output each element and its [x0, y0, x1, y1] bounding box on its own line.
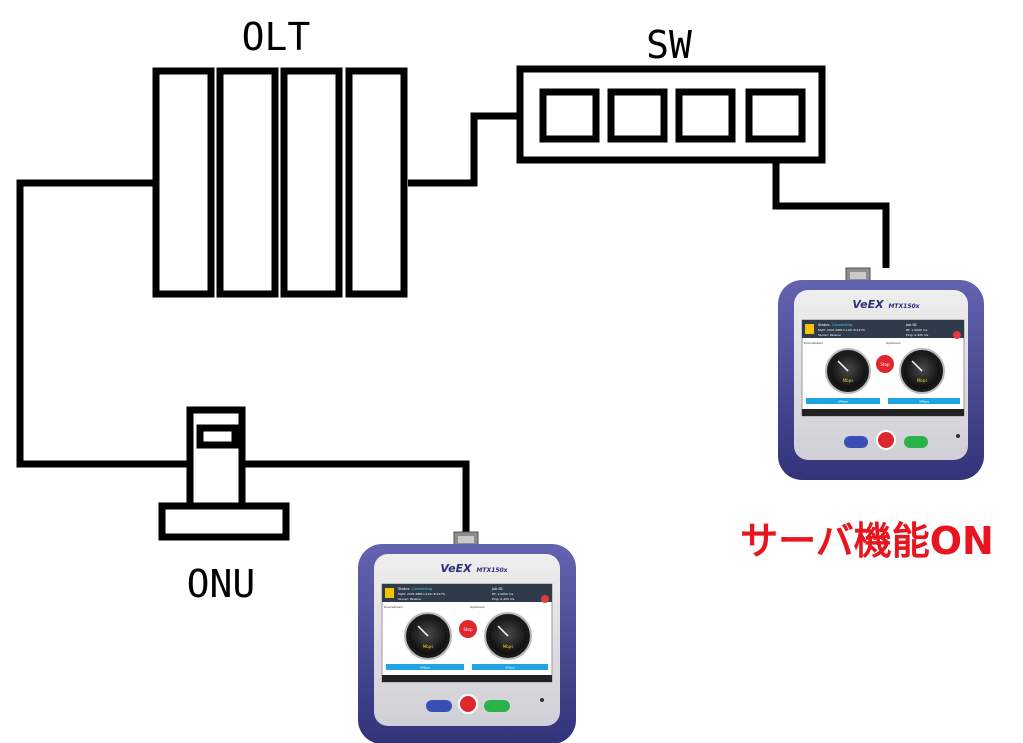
save-hw-button[interactable]	[844, 436, 868, 448]
gauge-up: Mbps	[484, 612, 532, 660]
home-hw-button[interactable]	[484, 700, 510, 712]
tester-downstream: Downstream	[804, 341, 823, 345]
switch	[516, 65, 826, 164]
tester-ping: Ping: 0.425 ms	[492, 597, 515, 601]
save-hw-button[interactable]	[426, 700, 452, 712]
tester-hw-buttons	[426, 694, 544, 714]
tester-rtt: RT: 1.0000 ms	[492, 592, 514, 596]
onu-base	[158, 502, 290, 541]
switch-port-4	[745, 88, 806, 143]
tester-rate-right: 0Mbps	[919, 400, 929, 404]
olt-card-2	[216, 67, 279, 298]
power-button[interactable]	[458, 694, 478, 714]
olt-chassis	[152, 67, 408, 298]
cables	[16, 112, 890, 532]
gauge-down: Mbps	[404, 612, 452, 660]
tester-upstream: Upstream	[470, 605, 485, 609]
tester-brand: VeEX	[852, 298, 884, 311]
tester-status: Status:	[818, 323, 830, 327]
cable-sw-to-tester	[772, 146, 890, 268]
svg-text:Mbps: Mbps	[423, 644, 434, 649]
tester-job: Job ID:	[491, 587, 503, 591]
onu-label: ONU	[187, 562, 256, 606]
power-button[interactable]	[876, 430, 896, 450]
stop-button[interactable]: Stop	[459, 620, 477, 638]
gauge-up: Mbps	[899, 348, 945, 394]
olt-card-1	[152, 67, 215, 298]
svg-text:Stop: Stop	[463, 627, 473, 632]
svg-text:Mbps: Mbps	[917, 378, 928, 383]
olt-card-4	[345, 67, 408, 298]
svg-text:Stop: Stop	[880, 362, 890, 367]
tester-downstream: Downstream	[384, 605, 403, 609]
tester-server-mode: Server: Passive	[398, 597, 421, 601]
cable-olt-to-onu	[16, 179, 190, 468]
tester-device-server: VeEX MTX150x Status: Connecting MyIP: 20…	[778, 267, 984, 480]
onu-display	[196, 424, 239, 449]
svg-text:Mbps: Mbps	[843, 378, 854, 383]
tester-brand: VeEX	[440, 562, 472, 575]
tester-status: Status:	[398, 587, 410, 591]
tester-myip: MyIP: 2001:DB8:1:100::8:22:FA	[818, 328, 866, 332]
tester-myip: MyIP: 2001:DB8:1:100::8:22:FA	[398, 592, 446, 596]
gauge-down: Mbps	[825, 348, 871, 394]
sw-label: SW	[646, 23, 692, 67]
switch-port-2	[607, 88, 668, 143]
tester-rate-left: 0Mbps	[838, 400, 848, 404]
cable-onu-to-tester	[240, 460, 470, 532]
cable-olt-to-sw	[408, 112, 538, 187]
tester-status-value: Connecting	[412, 587, 432, 591]
tester-ping: Ping: 0.425 ms	[906, 333, 929, 337]
tester-hw-buttons	[844, 430, 960, 450]
server-function-label: サーバ機能ON	[740, 519, 994, 563]
tester-model: MTX150x	[888, 303, 920, 310]
tester-job: Job ID:	[905, 323, 917, 327]
tester-status-value: Connecting	[832, 323, 852, 327]
tester-upstream: Upstream	[886, 341, 901, 345]
onu-tower	[186, 406, 246, 510]
tester-device-client: VeEX MTX150x Status: Connecting MyIP: 20…	[358, 531, 576, 743]
tester-model: MTX150x	[476, 567, 508, 574]
olt-card-3	[280, 67, 343, 298]
svg-text:Mbps: Mbps	[503, 644, 514, 649]
olt-label: OLT	[242, 15, 311, 59]
switch-port-3	[675, 88, 736, 143]
switch-port-1	[539, 88, 600, 143]
stop-button[interactable]: Stop	[876, 355, 894, 373]
tester-rtt: RT: 1.0000 ms	[906, 328, 928, 332]
tester-rate-left: 0Mbps	[420, 666, 430, 670]
onu	[158, 406, 290, 541]
tester-rate-right: 0Mbps	[505, 666, 515, 670]
home-hw-button[interactable]	[904, 436, 928, 448]
tester-server-mode: Server: Passive	[818, 333, 841, 337]
